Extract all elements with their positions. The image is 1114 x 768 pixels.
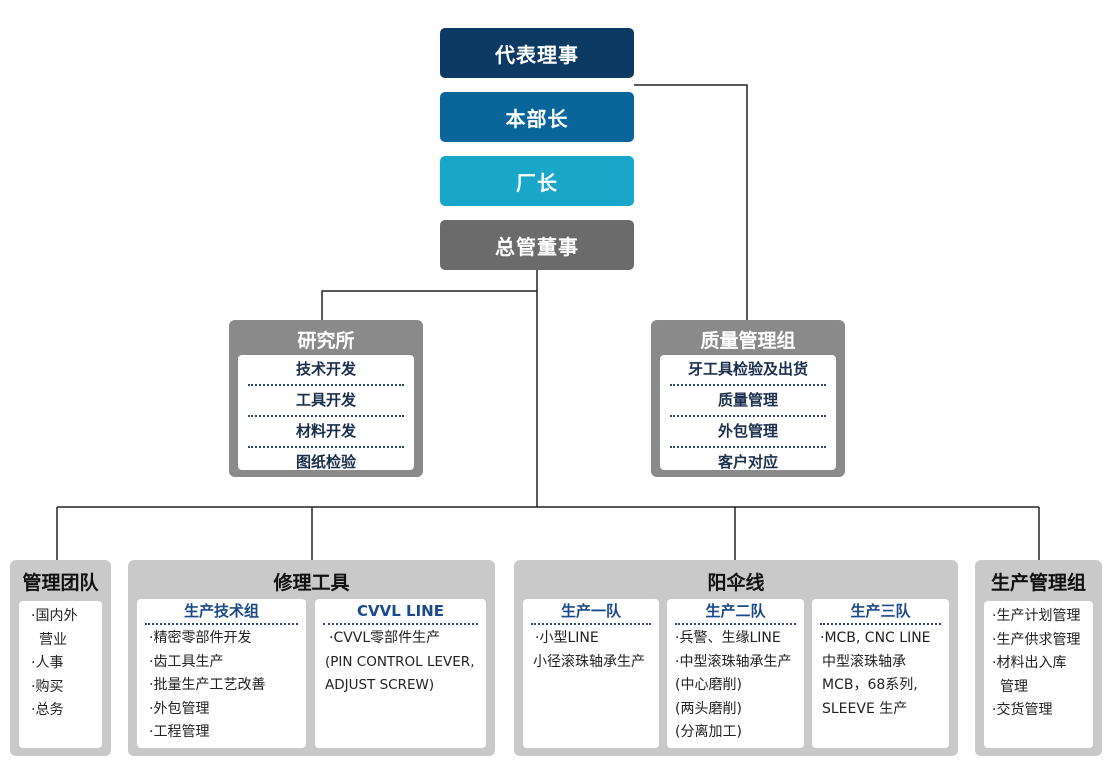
mgmt-team-line: 营业 <box>39 631 67 648</box>
mgmt-team-list: ·国内外 营业 ·人事 ·购买 ·总务 <box>19 601 102 748</box>
exec-plant-manager-label: 厂长 <box>516 170 558 195</box>
research-item: 工具开发 <box>248 386 404 417</box>
cvvl-line-title: CVVL LINE <box>323 599 478 625</box>
cvvl-line-line: ADJUST SCREW) <box>325 677 435 693</box>
quality-list: 牙工具检验及出货 质量管理 外包管理 客户对应 <box>660 355 836 471</box>
exec-plant-manager-box: 厂长 <box>440 156 634 206</box>
mgmt-team-line: ·总务 <box>31 702 64 718</box>
exec-ceo-label: 代表理事 <box>495 42 579 67</box>
team3-title: 生产三队 <box>820 599 941 625</box>
exec-ceo-box: 代表理事 <box>440 28 634 78</box>
quality-item: 质量管理 <box>670 386 826 417</box>
tech-group-line: ·外包管理 <box>149 700 210 717</box>
prod-mgmt-panel: 生产管理组 ·生产计划管理 ·生产供求管理 ·材料出入库 管理 ·交货管理 <box>975 560 1102 756</box>
research-title: 研究所 <box>297 330 355 352</box>
tech-group-box: 生产技术组 ·精密零部件开发 ·齿工具生产 ·批量生产工艺改善 ·外包管理 ·工… <box>137 599 306 748</box>
repair-tools-title: 修理工具 <box>273 572 350 594</box>
exec-director-box: 本部长 <box>440 92 634 142</box>
quality-item: 客户对应 <box>717 453 778 471</box>
cvvl-line-line: ·CVVL零部件生产 <box>329 630 441 646</box>
prod-mgmt-line: ·生产供求管理 <box>992 631 1081 648</box>
team1-title: 生产一队 <box>531 599 651 625</box>
team1-line: ·小型LINE <box>535 630 599 646</box>
team3-line: ·MCB, CNC LINE <box>820 630 931 646</box>
team1-box: 生产一队 ·小型LINE 小径滚珠轴承生产 <box>523 599 659 748</box>
team2-line: (两头磨削) <box>675 700 742 717</box>
research-item: 图纸检验 <box>295 453 356 471</box>
prod-mgmt-title: 生产管理组 <box>990 572 1086 594</box>
team3-line: SLEEVE 生产 <box>822 700 908 717</box>
team2-box: 生产二队 ·兵警、生缘LINE ·中型滚珠轴承生产 (中心磨削) (两头磨削) … <box>667 599 804 748</box>
prod-mgmt-line: ·材料出入库 <box>992 655 1067 671</box>
mgmt-team-line: ·国内外 <box>31 608 78 624</box>
prod-mgmt-line: 管理 <box>1000 678 1028 695</box>
tech-group-title: 生产技术组 <box>145 599 298 625</box>
team2-line: (分离加工) <box>675 724 742 740</box>
research-item: 技术开发 <box>248 355 404 386</box>
tech-group-line: ·批量生产工艺改善 <box>149 677 266 693</box>
mgmt-team-line: ·人事 <box>31 655 64 671</box>
exec-director-label: 本部长 <box>505 106 569 131</box>
cvvl-line-line: (PIN CONTROL LEVER, <box>325 653 475 670</box>
quality-item: 牙工具检验及出货 <box>670 355 826 386</box>
tech-group-line: ·齿工具生产 <box>149 653 224 670</box>
mgmt-team-line: ·购买 <box>31 678 64 695</box>
tech-group-line: ·精密零部件开发 <box>149 630 252 646</box>
research-list: 技术开发 工具开发 材料开发 图纸检验 <box>238 355 414 471</box>
team2-line: ·中型滚珠轴承生产 <box>675 653 792 670</box>
research-panel: 研究所 技术开发 工具开发 材料开发 图纸检验 <box>229 320 423 477</box>
yang-line-panel: 阳伞线 生产一队 ·小型LINE 小径滚珠轴承生产 生产二队 ·兵警、生缘LIN… <box>514 560 958 756</box>
mgmt-team-title: 管理团队 <box>22 572 99 594</box>
team3-line: MCB，68系列, <box>822 677 918 693</box>
quality-item: 外包管理 <box>670 417 826 448</box>
team2-title: 生产二队 <box>675 599 796 625</box>
repair-tools-panel: 修理工具 生产技术组 ·精密零部件开发 ·齿工具生产 ·批量生产工艺改善 ·外包… <box>128 560 495 756</box>
tech-group-line: ·工程管理 <box>149 724 210 740</box>
prod-mgmt-list: ·生产计划管理 ·生产供求管理 ·材料出入库 管理 ·交货管理 <box>984 601 1093 748</box>
cvvl-line-box: CVVL LINE ·CVVL零部件生产 (PIN CONTROL LEVER,… <box>315 599 486 748</box>
exec-managing-director-box: 总管董事 <box>440 220 634 270</box>
research-item: 材料开发 <box>248 417 404 448</box>
prod-mgmt-line: ·交货管理 <box>992 702 1053 718</box>
quality-title: 质量管理组 <box>700 330 796 352</box>
team2-line: ·兵警、生缘LINE <box>675 630 781 646</box>
team3-box: 生产三队 ·MCB, CNC LINE 中型滚珠轴承 MCB，68系列, SLE… <box>812 599 949 748</box>
quality-panel: 质量管理组 牙工具检验及出货 质量管理 外包管理 客户对应 <box>651 320 845 477</box>
prod-mgmt-line: ·生产计划管理 <box>992 608 1081 624</box>
mgmt-team-panel: 管理团队 ·国内外 营业 ·人事 ·购买 ·总务 <box>10 560 111 756</box>
exec-managing-director-label: 总管董事 <box>495 234 579 259</box>
team2-line: (中心磨削) <box>675 677 742 693</box>
team3-line: 中型滚珠轴承 <box>822 653 906 670</box>
yang-line-title: 阳伞线 <box>707 572 765 594</box>
team1-line: 小径滚珠轴承生产 <box>533 653 645 670</box>
